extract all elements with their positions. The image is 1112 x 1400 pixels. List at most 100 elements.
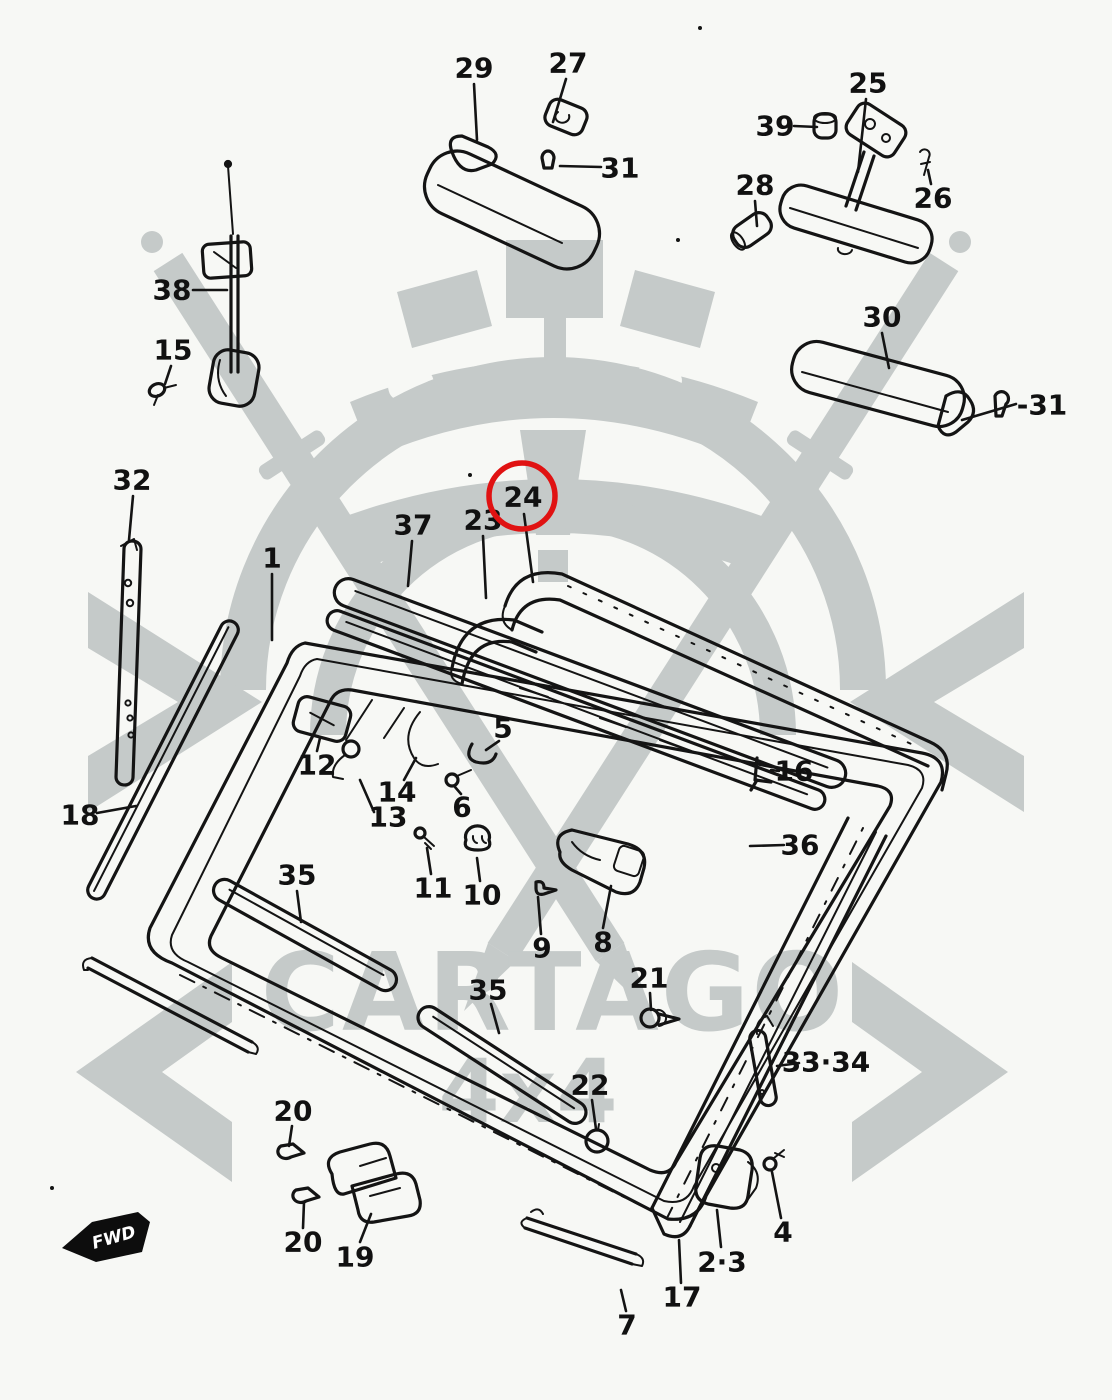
watermark-emblem: CARTAGO 4x4 — [76, 231, 1024, 1182]
leader-line-36 — [748, 843, 786, 848]
leader-line-7 — [619, 1288, 628, 1313]
mirror-grommet — [812, 112, 838, 140]
leader-line-12 — [315, 736, 322, 753]
pillar-trim-strip-32 — [114, 538, 143, 787]
part-label-13: 13 — [369, 801, 408, 834]
leader-line-28 — [753, 199, 759, 228]
part-label-14: 14 — [378, 776, 417, 809]
part-label-35b: 35 — [469, 974, 508, 1007]
watermark-chevron-bottom-right — [852, 962, 1008, 1182]
screw-20-lower — [291, 1186, 321, 1205]
leader-line-8 — [601, 884, 613, 930]
grommet-10 — [463, 824, 492, 852]
leader-line-30 — [880, 331, 891, 370]
leader-line-10 — [475, 856, 482, 883]
watermark-sword-right — [464, 231, 971, 1011]
part-label-38: 38 — [153, 274, 192, 307]
part-label-16: 16 — [775, 755, 814, 788]
part-label-3334: 33·34 — [782, 1046, 871, 1079]
leader-line-9 — [536, 895, 543, 936]
leader-line-19 — [358, 1212, 373, 1244]
sun-visor-left — [422, 134, 602, 271]
reference-dot — [468, 473, 472, 477]
part-label-22: 22 — [571, 1069, 610, 1102]
part-label-15: 15 — [154, 334, 193, 367]
visor-screw-31-top — [540, 149, 556, 170]
bracket-12 — [291, 695, 353, 743]
part-label-18: 18 — [61, 799, 100, 832]
radio-antenna — [200, 159, 261, 408]
part-label-28: 28 — [736, 169, 775, 202]
visor-left-bracket — [448, 134, 498, 173]
leader-line-14 — [402, 756, 418, 782]
frame-inner-opening — [207, 688, 894, 1175]
leader-line-13 — [358, 778, 376, 814]
rear-view-mirror — [778, 101, 934, 265]
part-label-24: 24 — [504, 481, 543, 514]
clip-16 — [749, 756, 773, 792]
leader-line-23c — [715, 1208, 723, 1249]
leader-line-4 — [770, 1170, 783, 1220]
reference-dot — [676, 238, 680, 242]
leader-line-24 — [522, 512, 535, 584]
part-label-5: 5 — [493, 712, 512, 745]
reference-dot — [698, 26, 702, 30]
watermark-sword-left — [141, 231, 648, 1011]
screw-4 — [762, 1149, 785, 1172]
visor-right-bracket — [936, 390, 976, 437]
lower-left-molding — [82, 956, 259, 1055]
corner-molding-23 — [450, 617, 544, 686]
leader-line-26 — [926, 168, 933, 186]
mirror-spacer — [729, 211, 773, 251]
part-label-1: 1 — [262, 542, 281, 575]
highlight-annotations — [486, 460, 558, 532]
part-label-32: 32 — [113, 464, 152, 497]
hinge-19 — [326, 1141, 422, 1224]
leader-line-21 — [648, 991, 653, 1012]
reference-dot — [50, 1186, 54, 1190]
pillar-molding-18 — [86, 619, 240, 901]
lower-molding-7 — [520, 1208, 645, 1267]
visor-screw-31-right — [993, 390, 1011, 418]
part-label-8: 8 — [593, 926, 612, 959]
leader-line-35b — [489, 1002, 501, 1035]
part-label-39: 39 — [756, 110, 795, 143]
screw-11 — [413, 826, 435, 850]
hook-6 — [444, 769, 472, 788]
hinge-bracket-2-3 — [694, 1144, 759, 1210]
part-label-6: 6 — [452, 791, 471, 824]
leader-line-16 — [769, 768, 781, 773]
screw-9 — [534, 880, 558, 896]
windshield-frame — [146, 641, 945, 1221]
part-label-20a: 20 — [274, 1095, 313, 1128]
hook-13 — [331, 739, 361, 780]
watermark-merlon-right — [620, 270, 715, 348]
fastener-22 — [584, 1123, 610, 1154]
leader-lines — [95, 77, 1018, 1313]
frame-pillar-17 — [650, 816, 888, 1239]
antenna-screw-15 — [147, 381, 177, 406]
leader-line-3334 — [775, 1061, 801, 1068]
leader-line-25 — [856, 97, 868, 174]
part-label-31b: -31 — [1017, 389, 1068, 422]
leader-line-23 — [481, 534, 488, 600]
leader-line-37 — [406, 539, 414, 588]
part-label-12: 12 — [298, 749, 337, 782]
watermark-wheel-arc-outer — [220, 357, 886, 691]
leader-line-11 — [425, 846, 433, 876]
part-label-11: 11 — [414, 872, 453, 905]
part-label-27: 27 — [549, 47, 588, 80]
watermark-merlon-left — [397, 270, 492, 348]
leader-line-22 — [590, 1098, 598, 1131]
visor-holder-clip — [543, 97, 589, 137]
cowl-strip-35-lower — [416, 1005, 588, 1125]
watermark-chevron-bottom-left — [76, 962, 232, 1182]
highlight-circle-part-24 — [486, 460, 558, 532]
watermark-tower — [506, 240, 603, 366]
mirror-screw-26 — [919, 148, 931, 176]
part-label-10: 10 — [463, 879, 502, 912]
watermark-wedge-dot — [538, 550, 568, 582]
sun-visor-right — [790, 339, 976, 437]
leader-line-31b — [960, 402, 1018, 422]
